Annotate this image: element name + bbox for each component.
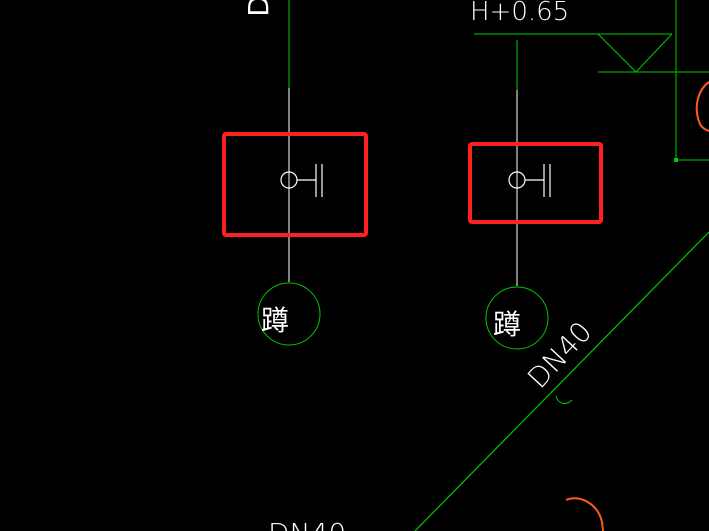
highlight-box-left[interactable] — [222, 132, 368, 237]
orange-annotation-arc-top — [695, 81, 709, 132]
highlight-box-right[interactable] — [468, 142, 603, 224]
valve-fixture-icon[interactable] — [508, 164, 551, 197]
fixture-label-left: 蹲 — [261, 304, 289, 337]
valve-fixture-icon[interactable] — [280, 164, 323, 197]
top-label-left: D — [242, 0, 275, 17]
elevation-label: H+0.65 — [470, 0, 569, 27]
pipe-hook — [555, 395, 573, 404]
elevation-triangle-icon — [474, 0, 709, 162]
fixture-label-right: 蹲 — [493, 308, 521, 341]
pipe-diagonal — [414, 231, 709, 531]
orange-annotation-arc-bottom — [565, 497, 604, 531]
fixture-circle-right[interactable] — [485, 286, 549, 350]
pipe-size-label-bottom: DN40 — [268, 517, 346, 531]
fixture-circle-left[interactable] — [257, 282, 321, 346]
